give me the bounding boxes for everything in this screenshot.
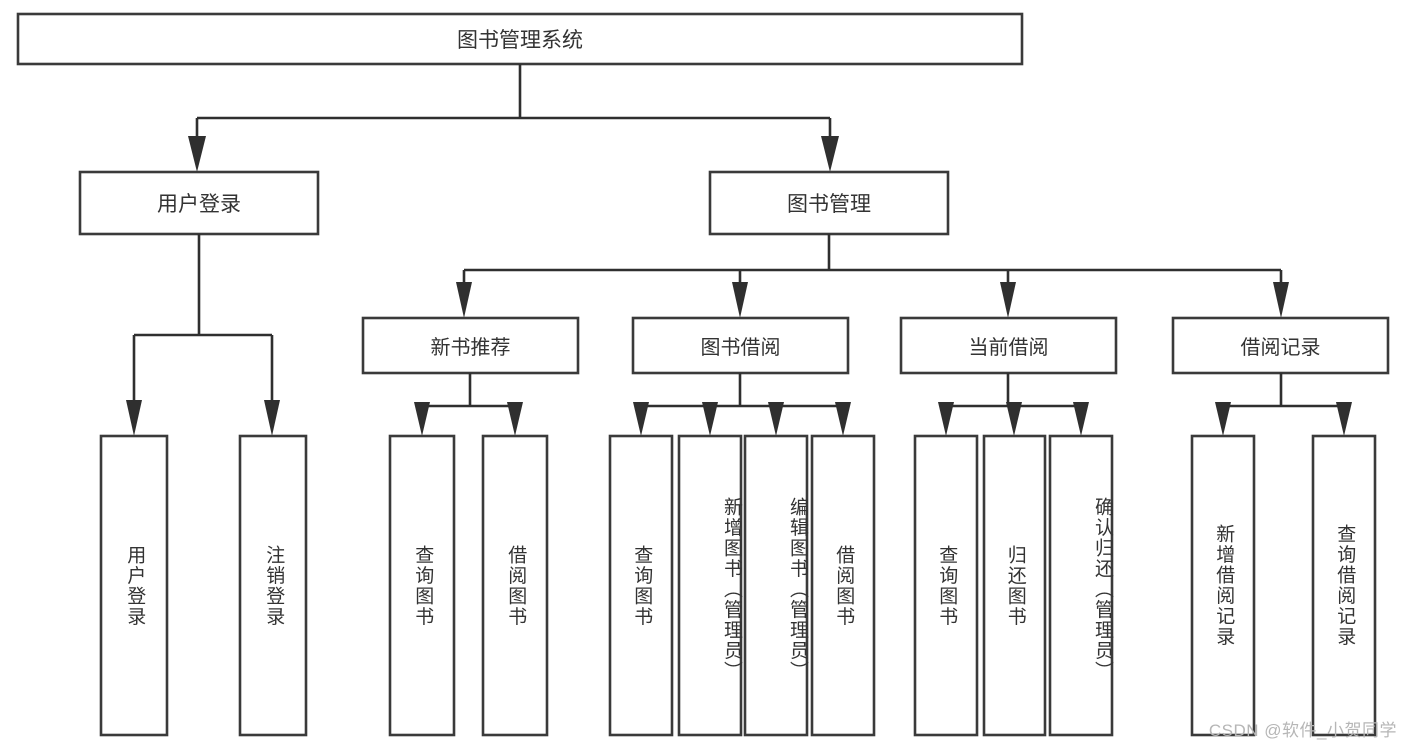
node-box-leaf-query-book-1[interactable] [388,434,456,737]
node-box-leaf-user-logout[interactable] [238,434,308,737]
arrowhead-to-leaf-borrow-book-1 [507,402,523,436]
node-box-leaf-add-book[interactable] [677,434,743,737]
node-box-leaf-borrow-book-2[interactable] [810,434,876,737]
node-box-leaf-user-login[interactable] [99,434,169,737]
node-box-borrow-record[interactable] [1171,316,1390,375]
arrowhead-to-new-book-recommend [456,282,472,318]
arrowhead-to-leaf-confirm-return [1073,402,1089,436]
arrowhead-to-leaf-edit-book [768,402,784,436]
arrowhead-to-leaf-query-book-2 [633,402,649,436]
node-box-leaf-edit-book[interactable] [743,434,809,737]
arrowhead-to-leaf-borrow-book-2 [835,402,851,436]
node-box-leaf-borrow-book-1[interactable] [481,434,549,737]
arrowhead-to-book-borrow [732,282,748,318]
arrowhead-to-leaf-query-record [1336,402,1352,436]
arrowhead-to-leaf-add-record [1215,402,1231,436]
node-box-book-manage[interactable] [708,170,950,236]
node-box-user-login[interactable] [78,170,320,236]
node-box-current-borrow[interactable] [899,316,1118,375]
watermark-text: CSDN @软件_小贺同学 [1208,721,1397,740]
arrowhead-to-book-manage [821,136,839,172]
arrowhead-to-leaf-query-book-3 [938,402,954,436]
arrowhead-to-leaf-add-book [702,402,718,436]
node-box-leaf-confirm-return[interactable] [1048,434,1114,737]
arrowhead-to-user-login [188,136,206,172]
node-box-new-book-recommend[interactable] [361,316,580,375]
node-box-leaf-query-record[interactable] [1311,434,1377,737]
node-box-leaf-query-book-3[interactable] [913,434,979,737]
node-box-book-borrow[interactable] [631,316,850,375]
node-box-leaf-add-record[interactable] [1190,434,1256,737]
arrowhead-to-current-borrow [1000,282,1016,318]
arrowhead-to-borrow-record [1273,282,1289,318]
arrowhead-to-leaf-user-logout [264,400,280,436]
node-box-leaf-query-book-2[interactable] [608,434,674,737]
node-box-root[interactable] [16,12,1024,66]
arrowhead-to-leaf-return-book [1006,402,1022,436]
arrowhead-to-leaf-query-book-1 [414,402,430,436]
node-box-leaf-return-book[interactable] [982,434,1047,737]
arrowhead-to-leaf-user-login [126,400,142,436]
